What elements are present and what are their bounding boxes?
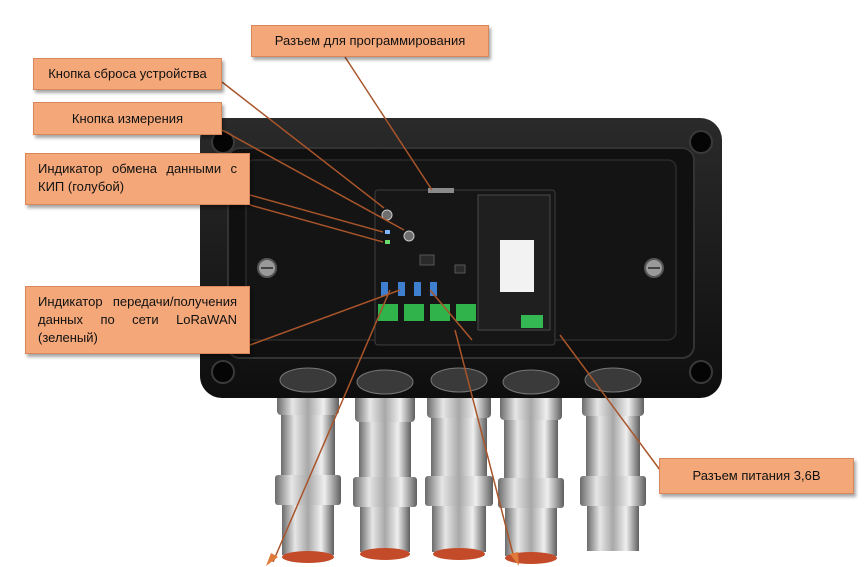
callout-power-connector-text: Разъем питания 3,6В [692, 468, 821, 483]
callout-kip-indicator-text: Индикатор обмена данными с КИП (голубой) [38, 161, 237, 194]
callout-measure-button: Кнопка измерения [33, 102, 222, 135]
callout-programming-connector-text: Разъем для программирования [274, 33, 466, 48]
leader-lines [221, 56, 661, 563]
callout-reset-button-text: Кнопка сброса устройства [48, 66, 207, 81]
callout-lorawan-indicator: Индикатор передачи/получения данных по с… [25, 286, 250, 354]
callout-programming-connector: Разъем для программирования [251, 25, 489, 57]
callout-lorawan-indicator-text: Индикатор передачи/получения данных по с… [38, 294, 237, 345]
arrow-heads [266, 552, 519, 566]
callout-kip-indicator: Индикатор обмена данными с КИП (голубой) [25, 153, 250, 205]
callout-measure-button-text: Кнопка измерения [71, 110, 184, 126]
cable-glands [275, 385, 646, 564]
pcb-board [374, 188, 556, 346]
callout-reset-button: Кнопка сброса устройства [33, 58, 222, 90]
callout-power-connector: Разъем питания 3,6В [659, 458, 854, 494]
